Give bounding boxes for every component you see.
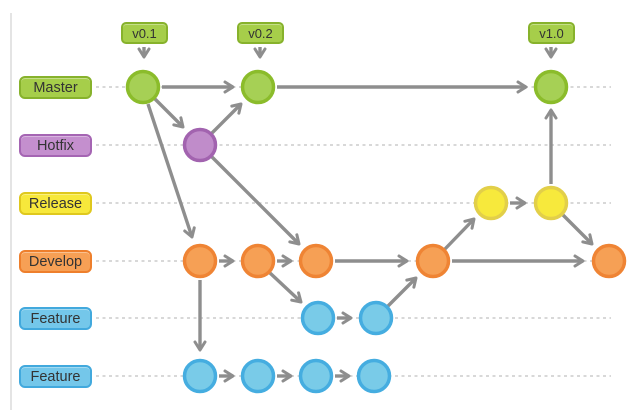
- commit-node-r1: [473, 185, 509, 221]
- edge-fa2-d4: [386, 276, 418, 308]
- tag-v0.1: v0.1: [121, 22, 168, 44]
- commit-node-d3: [298, 243, 334, 279]
- commit-node-h1: [182, 127, 218, 163]
- edge-m1-d1: [146, 103, 196, 239]
- branch-label-master: Master: [19, 76, 92, 99]
- commit-node-d4: [415, 243, 451, 279]
- commit-node-fb4: [356, 358, 392, 394]
- edge-r2-d5: [561, 213, 594, 246]
- commit-node-m1: [125, 69, 161, 105]
- branch-label-release: Release: [19, 192, 92, 215]
- commit-node-fb2: [240, 358, 276, 394]
- commit-node-d1: [182, 243, 218, 279]
- commit-node-fb3: [298, 358, 334, 394]
- edge-h1-m2: [210, 102, 243, 135]
- branch-label-feature-b: Feature: [19, 365, 92, 388]
- commit-node-fa2: [358, 300, 394, 336]
- branch-label-hotfix: Hotfix: [19, 134, 92, 157]
- edge-d2-fa1: [268, 271, 303, 304]
- edge-d4-r1: [443, 217, 476, 251]
- commit-node-r2: [533, 185, 569, 221]
- commit-node-fb1: [182, 358, 218, 394]
- commit-node-d5: [591, 243, 627, 279]
- commit-node-d2: [240, 243, 276, 279]
- edge-h1-d3: [210, 155, 301, 246]
- commit-node-m2: [240, 69, 276, 105]
- edge-m1-h1: [153, 97, 185, 129]
- commit-node-fa1: [300, 300, 336, 336]
- branch-label-develop: Develop: [19, 250, 92, 273]
- tag-v0.2: v0.2: [237, 22, 284, 44]
- tag-v1.0: v1.0: [528, 22, 575, 44]
- commit-node-m3: [533, 69, 569, 105]
- branch-label-feature-a: Feature: [19, 307, 92, 330]
